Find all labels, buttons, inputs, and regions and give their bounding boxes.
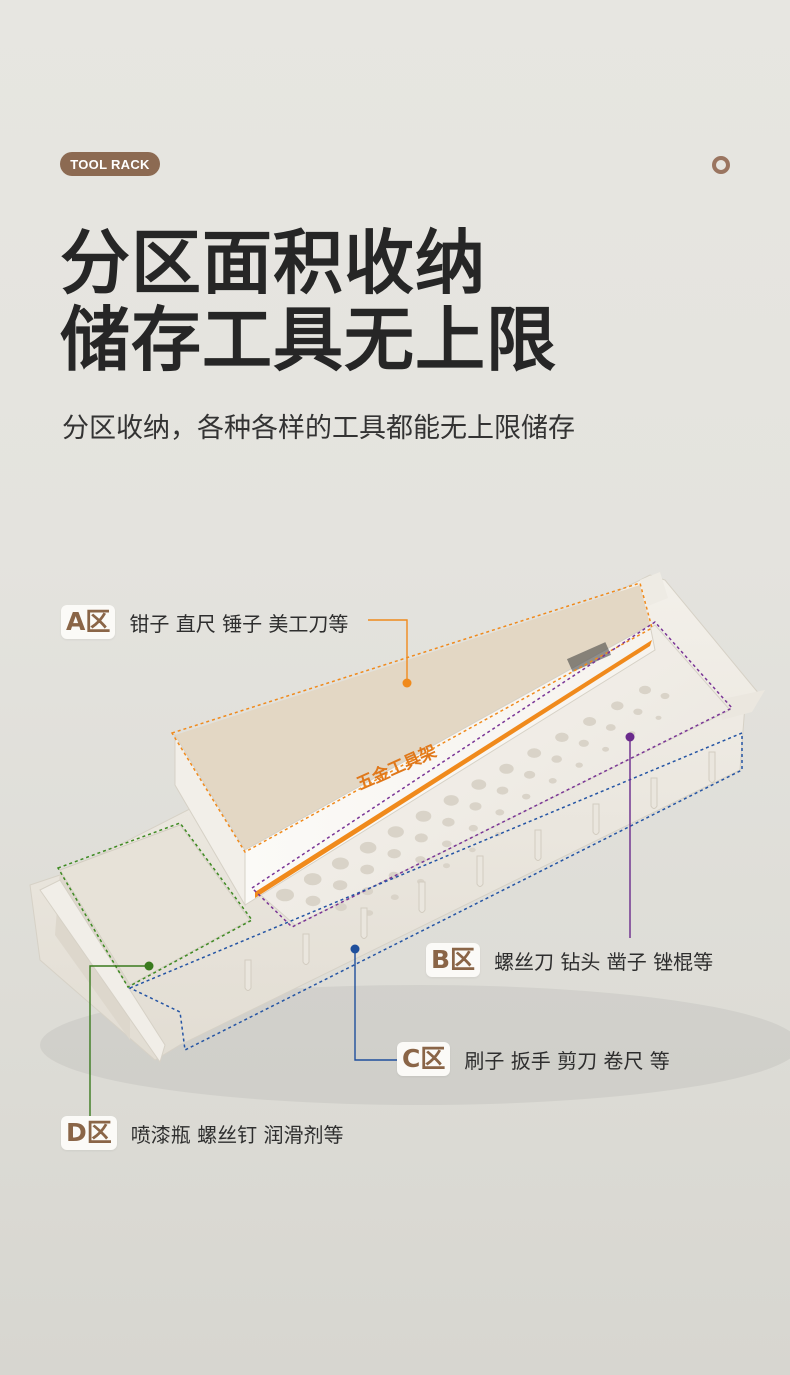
plate-hole (551, 755, 562, 763)
plate-hole (602, 746, 610, 752)
plate-hole (524, 770, 536, 779)
hook (418, 881, 426, 913)
plate-hole (469, 802, 482, 811)
zone-b-dot (625, 732, 635, 742)
zone-c-leader (354, 949, 397, 1061)
plate-hole (496, 786, 509, 795)
zone-c-outline (128, 731, 743, 1052)
plate-hole (555, 732, 569, 742)
headline-line-1: 分区面积收纳 (60, 222, 486, 304)
plate-hole (415, 810, 432, 822)
plate-hole (331, 857, 349, 870)
zone-a-leader (368, 619, 408, 683)
hook (302, 933, 310, 965)
zone-a-desc: 钳子 直尺 锤子 美工刀等 (129, 611, 349, 636)
zone-d-tag: D区 (61, 1116, 117, 1150)
plate-hole (495, 809, 505, 816)
tool-rack-badge: TOOL RACK (60, 152, 160, 176)
plate-hole (415, 856, 426, 864)
hook (534, 829, 542, 861)
zone-c-dot (350, 944, 360, 954)
plate-hole (332, 880, 348, 891)
hook (244, 959, 252, 991)
zone-d-dot (144, 961, 154, 971)
plate-hole (359, 841, 377, 854)
plate-hole (387, 826, 404, 838)
plate-hole (443, 795, 459, 806)
plate-hole (548, 778, 557, 784)
zone-b: B区 螺丝刀 钻头 凿子 锉棍等 (426, 943, 713, 977)
zone-b-desc: 螺丝刀 钻头 凿子 锉棍等 (494, 949, 714, 974)
zone-b-tag: B区 (426, 943, 481, 977)
zone-c-desc: 刷子 扳手 剪刀 卷尺 等 (464, 1048, 670, 1073)
rack-ear (640, 572, 668, 606)
ring-icon (712, 156, 730, 174)
plate-hole (303, 873, 322, 886)
plate-hole (471, 779, 487, 790)
plate-hole (583, 717, 597, 726)
zone-c-tag: C区 (397, 1042, 451, 1076)
plate-hole (276, 888, 294, 902)
plate-hole (443, 863, 450, 869)
plate-hole (605, 724, 616, 731)
zone-a-tag: A区 (61, 605, 116, 639)
zone-a: A区 钳子 直尺 锤子 美工刀等 (61, 605, 348, 639)
plate-hole (468, 824, 478, 832)
headline-line-2: 储存工具无上限 (60, 299, 557, 381)
rack-ear (718, 690, 765, 720)
hook (708, 751, 716, 783)
plate-hole (499, 763, 514, 774)
hook-row (244, 751, 716, 991)
plate-hole (390, 894, 399, 900)
plate-hole (611, 701, 624, 711)
zone-d-desc: 喷漆瓶 螺丝钉 润滑剂等 (130, 1122, 344, 1147)
plate-hole (469, 847, 476, 853)
plate-hole (639, 685, 651, 695)
hook (360, 907, 368, 939)
zone-d-outline (56, 822, 254, 989)
plate-hole (660, 692, 670, 700)
barcode (566, 642, 612, 672)
hook (592, 803, 600, 835)
plate-hole (578, 739, 589, 747)
plate-hole (575, 762, 583, 768)
plate-hole (441, 840, 452, 848)
plate-hole (387, 849, 401, 859)
zone-a-dot (402, 678, 412, 688)
zone-d: D区 喷漆瓶 螺丝钉 润滑剂等 (61, 1116, 343, 1150)
plate-hole (361, 887, 374, 896)
zone-c: C区 刷子 扳手 剪刀 卷尺 等 (397, 1042, 670, 1076)
plate-hole (360, 864, 375, 875)
plate-holes (276, 685, 670, 916)
hook (476, 855, 484, 887)
subtitle: 分区收纳，各种各样的工具都能无上限储存 (62, 413, 575, 444)
plate-hole (522, 793, 531, 800)
plate-hole (305, 895, 321, 907)
plate-hole (527, 748, 542, 758)
plate-hole (414, 833, 428, 843)
plate-hole (442, 817, 455, 827)
hook (650, 777, 658, 809)
zone-d-front-rail (39, 879, 166, 1064)
plate-hole (633, 708, 643, 715)
zone-d-leader (89, 965, 149, 1118)
plate-hole (335, 902, 347, 912)
zone-a-inner (175, 585, 650, 850)
label-stripe (255, 640, 652, 898)
plate-hole (655, 715, 662, 720)
